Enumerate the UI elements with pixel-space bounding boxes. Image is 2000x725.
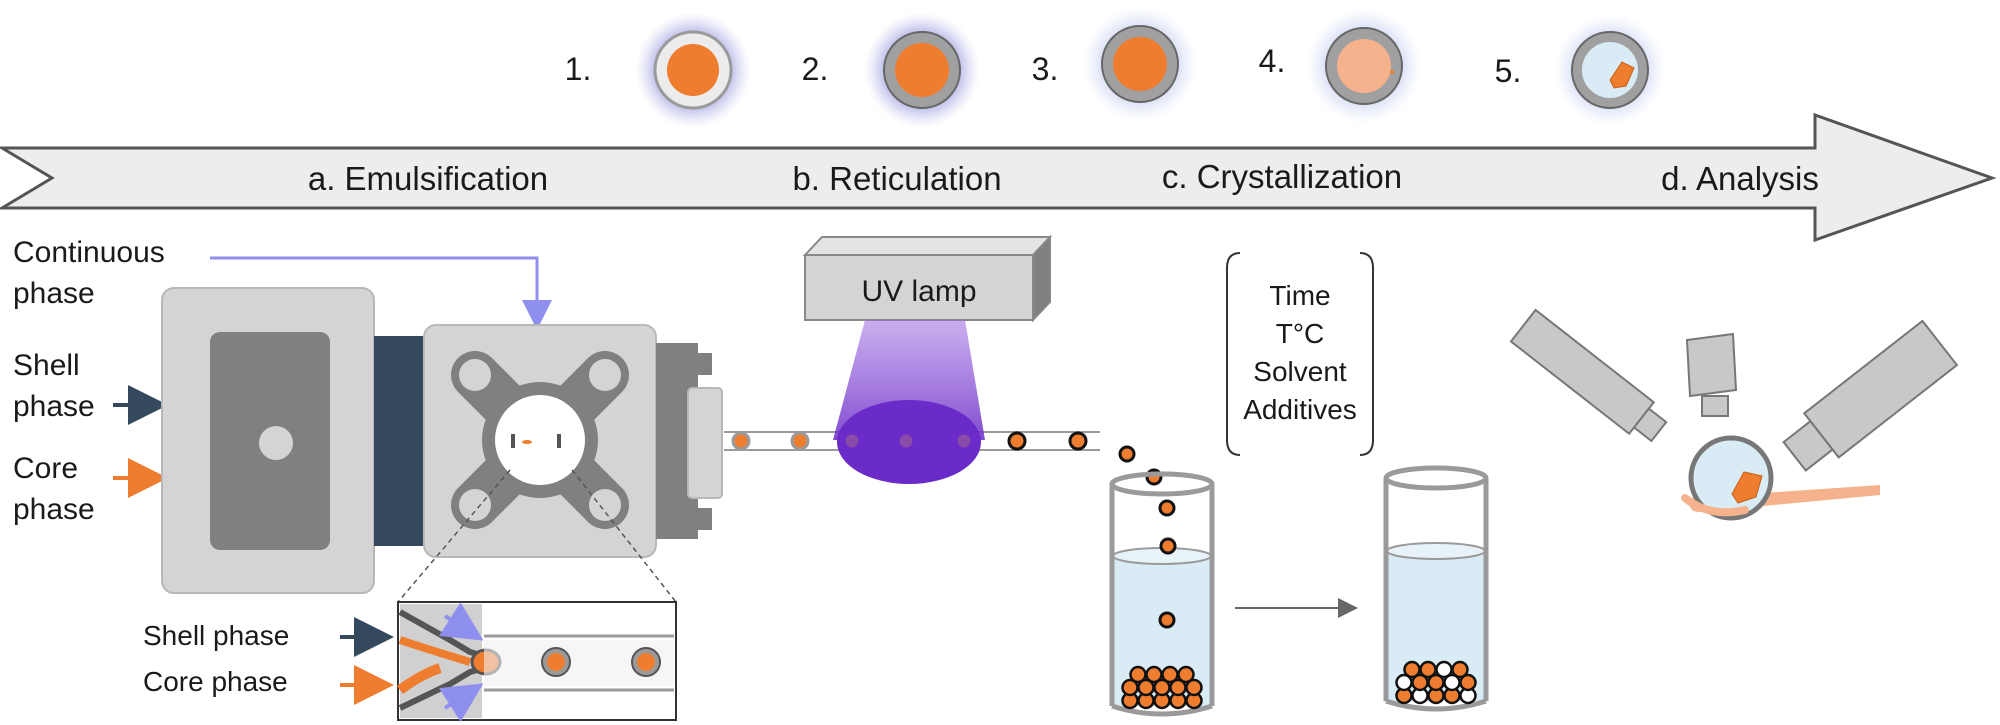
tube-droplet-1 <box>731 431 751 451</box>
inset-continuous-arrow-top <box>439 602 484 641</box>
stage-5: 5. <box>1495 14 1666 126</box>
uv-lamp-label: UV lamp <box>861 275 976 308</box>
step-analysis: d. Analysis <box>1661 160 1819 197</box>
condition-additives: Additives <box>1243 394 1357 425</box>
xray-source-tube <box>1509 308 1668 443</box>
uv-lamp: UV lamp <box>802 234 1053 484</box>
zoom-line-right <box>571 469 677 603</box>
vial-2-capsule-1-4 <box>1459 673 1477 692</box>
inset-core-phase-label: Core phase <box>143 666 288 697</box>
step-crystallization: c. Crystallization <box>1162 158 1402 195</box>
continuous-phase-label-2: phase <box>13 277 95 310</box>
device-outlet-fitting <box>687 387 723 499</box>
goniometer-head <box>1685 332 1738 417</box>
tube-droplet-5 <box>954 431 974 451</box>
tube-droplet-6 <box>1007 431 1027 451</box>
inset-continuous-arrow-bottom <box>439 683 484 722</box>
vial-1 <box>1109 471 1215 717</box>
process-arrow-shape <box>0 112 1997 243</box>
shell-phase-label-1: Shell <box>13 349 80 382</box>
vial-1-capsule-2-0 <box>1129 665 1147 684</box>
step-emulsification: a. Emulsification <box>308 160 548 197</box>
vial-1-rim <box>1109 471 1215 497</box>
zoom-line-left <box>397 469 511 603</box>
stage-5-crystal <box>1609 61 1635 89</box>
stage-2: 2. <box>802 12 980 128</box>
conditions-bracket-right <box>1359 252 1374 456</box>
conditions-box: Time T°C Solvent Additives <box>1226 252 1374 456</box>
vial-1-capsule-2-1 <box>1145 665 1163 684</box>
stage-3: 3. <box>1032 6 1198 122</box>
tube-droplet-4 <box>896 431 916 451</box>
stage-2-core <box>895 43 949 97</box>
vial-1-capsule-2-3 <box>1177 665 1195 684</box>
vial-1-sediment <box>1121 665 1203 710</box>
stage-1-core <box>667 44 719 96</box>
shell-phase-label-2: phase <box>13 390 95 423</box>
vial-2-sediment <box>1395 660 1477 705</box>
falling-droplet-1 <box>1118 445 1136 463</box>
stage-4-nucleus <box>1390 70 1394 74</box>
continuous-phase-arrow <box>210 256 552 330</box>
core-phase-label-1: Core <box>13 452 78 485</box>
vial-1-capsule-2-2 <box>1161 665 1179 684</box>
stage-5-number: 5. <box>1495 53 1522 89</box>
core-phase-label-2: phase <box>13 493 95 526</box>
vial-2-capsule-2-2 <box>1435 660 1453 679</box>
stage-1-number: 1. <box>565 51 592 87</box>
stage-2-number: 2. <box>802 51 829 87</box>
continuous-phase-label-1: Continuous <box>13 236 165 269</box>
stage-3-number: 3. <box>1032 51 1059 87</box>
process-arrow: a. Emulsification b. Reticulation c. Cry… <box>0 112 1997 243</box>
stage-4: 4. <box>1259 8 1422 124</box>
tube-droplet-7 <box>1068 431 1088 451</box>
tube-droplet-2 <box>790 431 810 451</box>
sample-crystal <box>1731 471 1763 504</box>
condition-temperature: T°C <box>1276 318 1325 349</box>
vial-2-capsule-2-3 <box>1451 660 1469 679</box>
vial-2-rim <box>1383 465 1489 491</box>
vial-2-capsule-2-1 <box>1419 660 1437 679</box>
detector-tube <box>1782 319 1959 472</box>
stage-4-core <box>1337 39 1391 93</box>
condition-time: Time <box>1269 280 1330 311</box>
microfluidic-device <box>161 287 723 594</box>
inset-shell-phase-label: Shell phase <box>143 620 289 651</box>
stage-3-core <box>1113 37 1167 91</box>
conditions-bracket-left <box>1226 252 1241 456</box>
step-reticulation: b. Reticulation <box>792 160 1001 197</box>
device-cross-chip <box>451 351 629 529</box>
analysis-setup <box>1509 308 1959 521</box>
vial-1-capsule-1-4 <box>1185 678 1203 697</box>
stage-row: 1. 2. 3. 4. 5. <box>565 6 1666 128</box>
device-viewport <box>495 395 585 485</box>
device-connector <box>374 336 424 546</box>
vial-2 <box>1383 465 1489 712</box>
tube-droplet-3 <box>842 431 862 451</box>
condition-solvent: Solvent <box>1253 356 1347 387</box>
vial-2-capsule-2-0 <box>1403 660 1421 679</box>
input-labels: Continuous phase Shell phase Core phase <box>13 236 552 526</box>
nozzle-inset: Shell phase Core phase <box>143 601 677 722</box>
stage-4-number: 4. <box>1259 43 1286 79</box>
tubing-droplets <box>731 431 1163 486</box>
stage-1: 1. <box>565 12 751 128</box>
device-port <box>259 426 293 460</box>
